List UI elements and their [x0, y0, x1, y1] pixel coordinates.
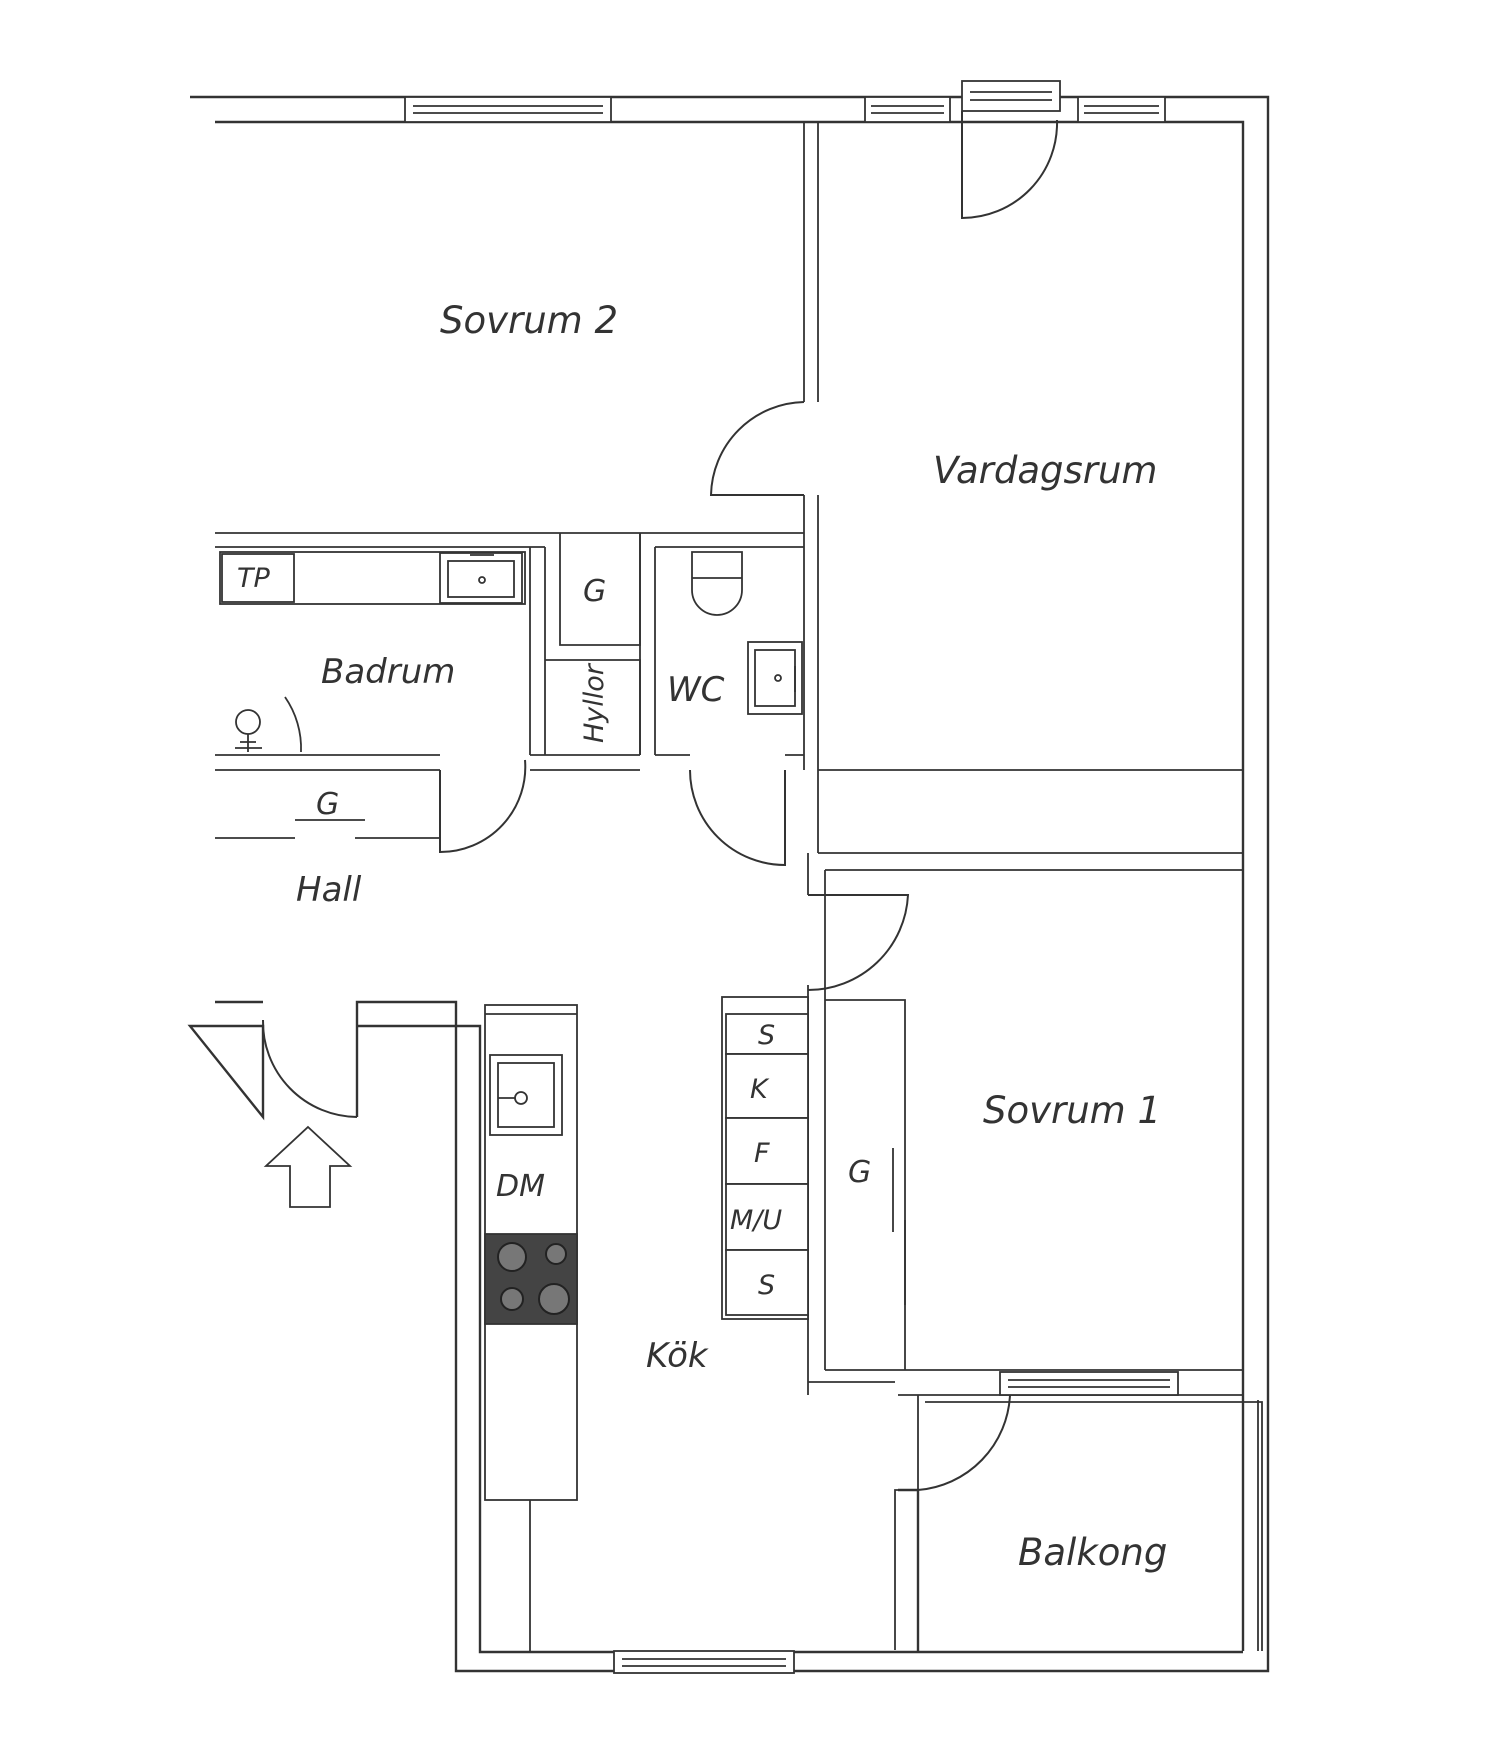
label-k: K [750, 1074, 770, 1105]
label-s-top: S [758, 1020, 775, 1051]
label-garderob-bath: G [583, 574, 606, 609]
label-mu: M/U [730, 1205, 782, 1236]
label-dm: DM [496, 1169, 545, 1204]
sink-icon [747, 641, 803, 715]
sink-icon [439, 552, 523, 604]
room-label-sovrum1: Sovrum 1 [983, 1089, 1161, 1132]
fixture-labels: TP G Hyllor G DM G S K F M/U S [237, 563, 871, 1301]
room-label-kok: Kök [646, 1336, 709, 1376]
interior-walls [215, 122, 1263, 1652]
kitchen-fixtures [484, 996, 809, 1501]
label-tp: TP [237, 563, 270, 594]
wc-fixtures [691, 551, 803, 715]
entrance-arrow-icon [263, 1125, 353, 1208]
label-f: F [754, 1138, 770, 1169]
window-vardagsrum-left [864, 96, 951, 123]
room-label-wc: WC [667, 670, 725, 710]
appliance-column [721, 996, 809, 1320]
toilet-icon [691, 551, 743, 616]
bathroom-fixtures [219, 551, 526, 753]
label-garderob-hall: G [316, 787, 339, 822]
window-sovrum1 [999, 1371, 1179, 1396]
label-s-bottom: S [758, 1270, 775, 1301]
sink-icon [489, 1054, 563, 1136]
room-label-balkong: Balkong [1018, 1531, 1167, 1574]
window-sovrum2 [404, 96, 612, 123]
room-label-vardagsrum: Vardagsrum [933, 449, 1157, 492]
stove-icon [484, 1233, 578, 1325]
window-vardagsrum-right [1077, 96, 1166, 123]
label-hyllor: Hyllor [579, 662, 610, 743]
room-label-hall: Hall [296, 870, 362, 910]
windows [404, 80, 1179, 1674]
room-labels: Sovrum 2 Vardagsrum Badrum WC Hall Kök S… [296, 299, 1167, 1574]
tp-cabinet [221, 553, 295, 603]
room-label-sovrum2: Sovrum 2 [440, 299, 618, 342]
window-kok [613, 1650, 795, 1674]
label-garderob-sovrum1: G [848, 1155, 871, 1190]
doors [261, 111, 1059, 1491]
window-vardagsrum-door [961, 80, 1061, 112]
shower-icon [235, 696, 302, 753]
room-label-badrum: Badrum [321, 652, 455, 692]
